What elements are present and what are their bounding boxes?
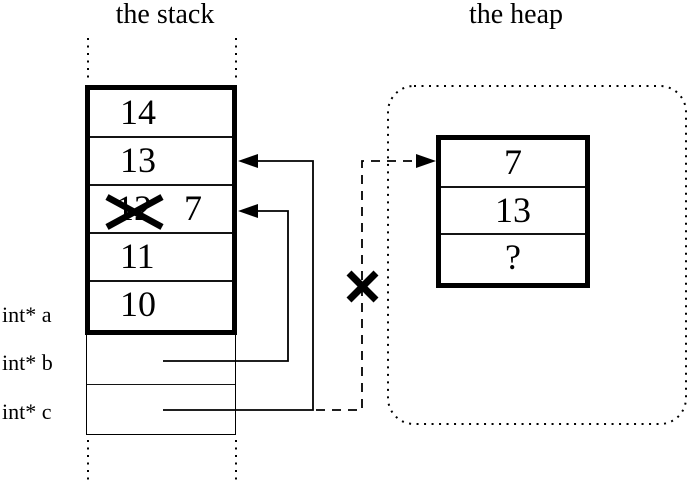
heap-block-box: 7 13 ? [436,135,590,288]
heap-cell-13: 13 [441,188,585,236]
stack-pointer-cells [86,335,236,435]
stack-cell-value: 14 [120,92,156,132]
stack-cell-13: 13 [90,138,232,186]
heap-cell-7: 7 [441,140,585,188]
pointer-cell-b [87,335,235,385]
stack-cell-overwritten: 12 7 [90,186,232,234]
stack-cell-value: 11 [120,236,155,276]
heap-cell-unknown: ? [441,235,585,283]
var-label-c: int* c [2,399,52,424]
stack-cell-11: 11 [90,234,232,282]
stack-cell-new-value: 7 [184,188,202,228]
arrowhead-right-icon [416,154,436,168]
stack-cell-value: 10 [120,284,156,324]
pointer-cell-c [87,385,235,435]
heap-cell-value: 13 [495,189,531,230]
heap-region-title: the heap [468,0,564,30]
stack-region-title: the stack [115,0,215,30]
stack-frame-box: 14 13 12 7 11 10 [85,85,237,335]
stack-cell-10: 10 [90,282,232,330]
invalid-pointer-x-icon [346,270,379,303]
arrowhead-left-icon [238,204,258,218]
stack-cell-old-value: 12 [116,188,152,228]
dangling-pointer-dashed [316,154,436,411]
heap-cell-value: ? [505,237,521,278]
heap-cell-value: 7 [504,142,522,182]
var-label-a: int* a [2,302,52,327]
stack-cell-14: 14 [90,90,232,138]
stack-cell-value: 13 [120,140,156,180]
arrowhead-left-icon [238,154,258,168]
var-label-b: int* b [2,350,53,375]
